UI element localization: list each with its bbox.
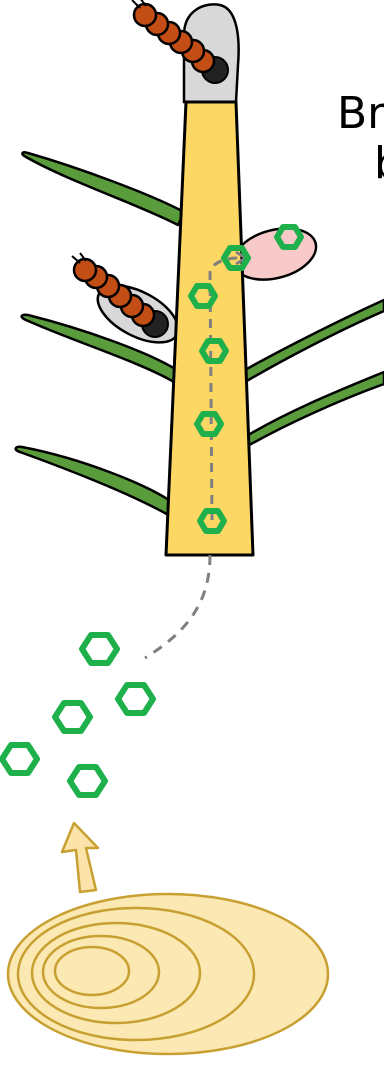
leaf-right-upper bbox=[236, 300, 384, 385]
leaf-left-bottom bbox=[16, 447, 176, 516]
leaf-right-lower bbox=[240, 372, 384, 448]
right-leaves bbox=[236, 300, 384, 448]
caption-line-1: Br bbox=[337, 92, 384, 136]
plant-stem bbox=[166, 102, 253, 555]
molecule-hexagon-icon bbox=[55, 703, 90, 731]
up-arrow-icon bbox=[62, 823, 98, 892]
molecule-hexagon-icon bbox=[82, 635, 117, 663]
molecule-hexagon-icon bbox=[118, 685, 153, 713]
molecule-hexagon-icon bbox=[70, 767, 105, 795]
leaf-left-top bbox=[22, 152, 184, 225]
caption-line-2: b bbox=[374, 142, 384, 186]
external-transport-path bbox=[145, 555, 210, 658]
source-rings bbox=[8, 894, 328, 1054]
molecule-hexagon-icon bbox=[2, 745, 37, 773]
molecules-outside-plant bbox=[2, 635, 153, 795]
